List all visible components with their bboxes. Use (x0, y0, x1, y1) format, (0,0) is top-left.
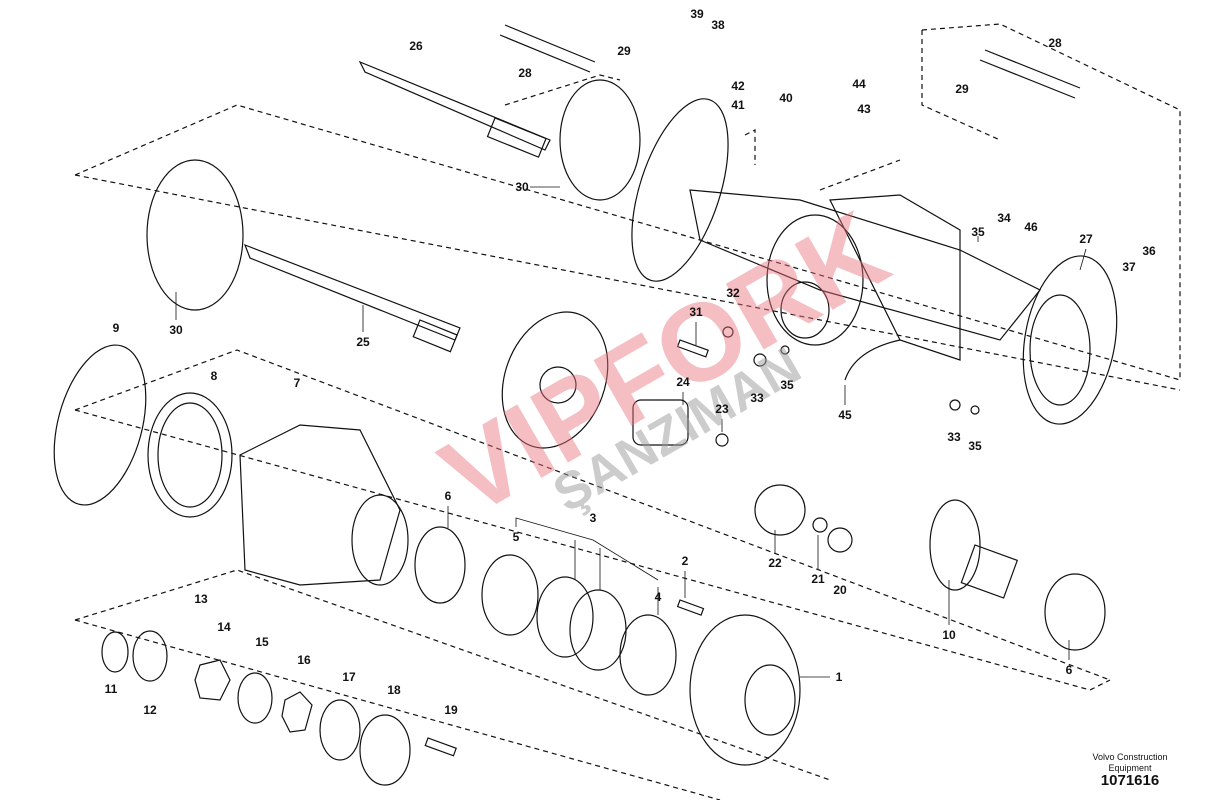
company-name: Volvo Construction (1092, 752, 1168, 762)
callout-10: 10 (942, 628, 956, 642)
callout-45: 45 (838, 408, 852, 422)
footer-company: Volvo Construction Equipment (1080, 752, 1180, 774)
callout-33: 33 (947, 430, 961, 444)
leader-lines (175, 186, 1087, 678)
callout-44: 44 (852, 77, 866, 91)
callout-9: 9 (112, 321, 120, 335)
callout-6: 6 (444, 489, 452, 503)
callout-13: 13 (194, 592, 208, 606)
callout-21: 21 (811, 572, 825, 586)
callout-1: 1 (835, 670, 843, 684)
callout-6: 6 (1065, 663, 1073, 677)
callout-12: 12 (143, 703, 157, 717)
callout-46: 46 (1024, 220, 1038, 234)
callout-19: 19 (444, 703, 458, 717)
callout-43: 43 (857, 102, 871, 116)
callout-8: 8 (210, 369, 218, 383)
callout-4: 4 (654, 590, 662, 604)
callout-22: 22 (768, 556, 782, 570)
callout-40: 40 (779, 91, 793, 105)
callout-16: 16 (297, 653, 311, 667)
callout-38: 38 (711, 18, 725, 32)
components (194, 311, 1019, 786)
callout-15: 15 (255, 635, 269, 649)
callout-14: 14 (217, 620, 231, 634)
callout-34: 34 (997, 211, 1011, 225)
callout-3: 3 (589, 511, 597, 525)
callout-33: 33 (750, 391, 764, 405)
callout-39: 39 (690, 7, 704, 21)
callout-23: 23 (715, 402, 729, 416)
callout-7: 7 (293, 376, 301, 390)
axle-housing (631, 98, 1118, 425)
callout-25: 25 (356, 335, 370, 349)
callout-30: 30 (515, 180, 529, 194)
callout-36: 36 (1142, 244, 1156, 258)
callout-29: 29 (617, 44, 631, 58)
callout-35: 35 (971, 225, 985, 239)
callout-37: 37 (1122, 260, 1136, 274)
callout-2: 2 (681, 554, 689, 568)
callout-32: 32 (726, 286, 740, 300)
callout-18: 18 (387, 683, 401, 697)
drawing-number: 1071616 (1100, 772, 1160, 789)
callout-29: 29 (955, 82, 969, 96)
callout-20: 20 (833, 583, 847, 597)
callout-24: 24 (676, 375, 690, 389)
callout-30: 30 (169, 323, 183, 337)
callout-26: 26 (409, 39, 423, 53)
callout-28: 28 (1048, 36, 1062, 50)
o-rings-and-seals (53, 79, 1106, 761)
callout-41: 41 (731, 98, 745, 112)
callout-42: 42 (731, 79, 745, 93)
callout-27: 27 (1079, 232, 1093, 246)
callout-11: 11 (104, 682, 118, 696)
callout-5: 5 (512, 530, 520, 544)
callout-35: 35 (780, 378, 794, 392)
shafts (243, 24, 1081, 353)
dashed-guide-lines (74, 23, 1181, 800)
company-name-line2: Equipment (1108, 763, 1152, 773)
callout-17: 17 (342, 670, 356, 684)
callout-35: 35 (968, 439, 982, 453)
callout-28: 28 (518, 66, 532, 80)
callout-31: 31 (689, 305, 703, 319)
